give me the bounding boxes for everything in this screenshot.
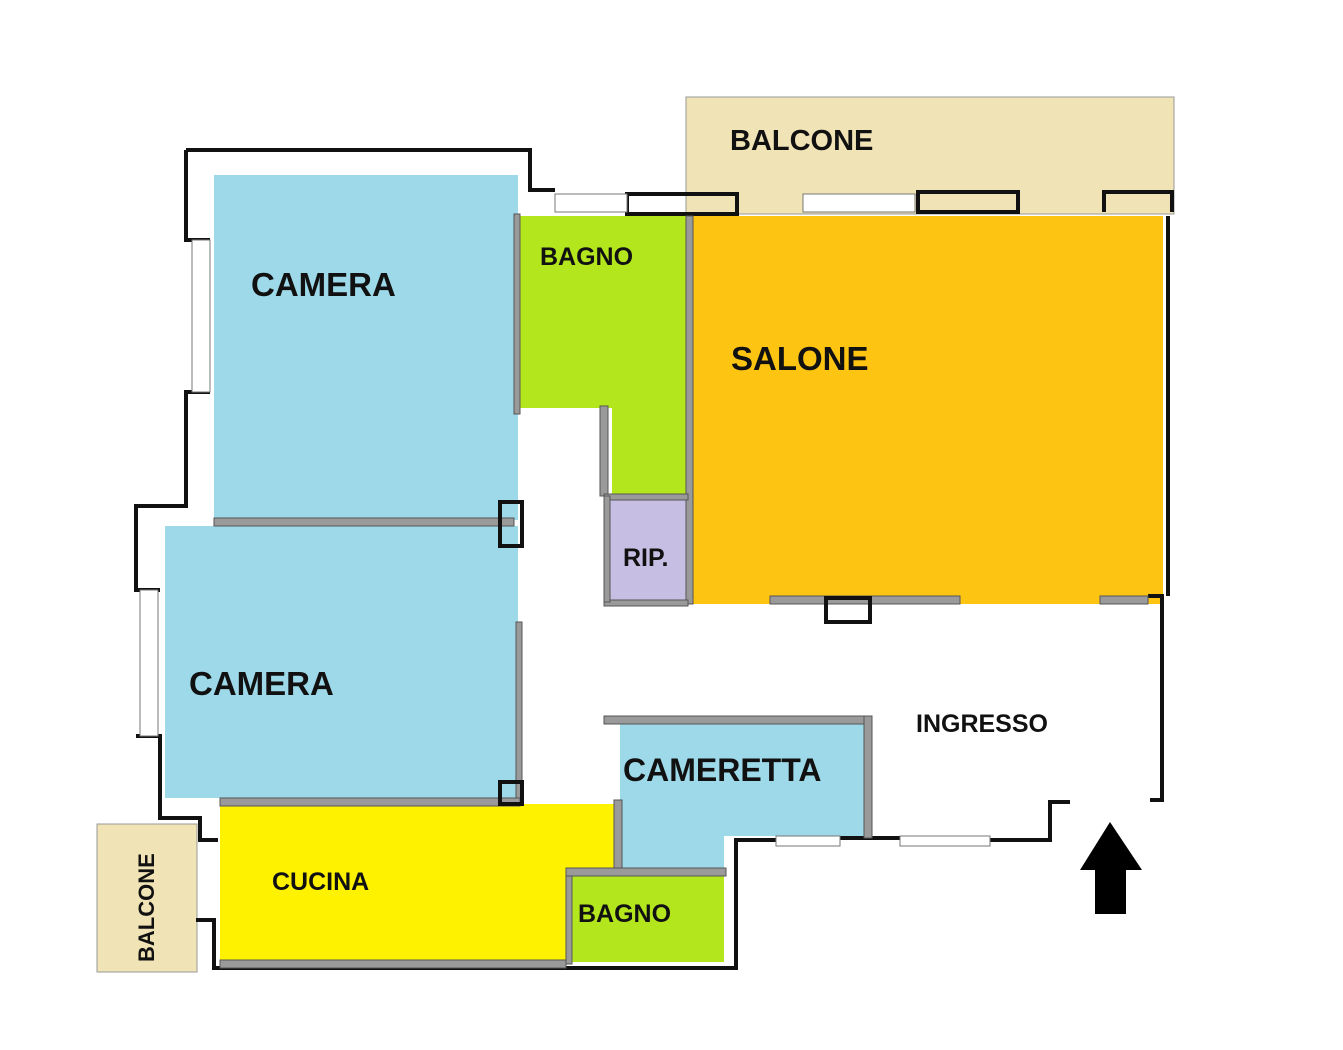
partition <box>565 867 727 877</box>
cucina-label: CUCINA <box>272 868 369 896</box>
column <box>824 596 872 624</box>
camera-2-area <box>165 526 518 798</box>
outer-wall <box>186 148 555 192</box>
partition <box>603 493 689 501</box>
window <box>802 193 916 213</box>
outer-wall-front <box>840 800 1070 842</box>
partition <box>219 797 521 807</box>
partition <box>599 405 609 497</box>
bagno-bottom-area <box>572 876 724 962</box>
partition <box>603 715 871 725</box>
camera-1-area <box>214 175 518 520</box>
column <box>498 500 524 548</box>
partition <box>515 621 523 799</box>
cameretta-label: CAMERETTA <box>623 752 822 788</box>
cucina-area <box>220 804 614 962</box>
bagno-top-label: BAGNO <box>540 243 633 271</box>
partition <box>213 517 515 527</box>
rip-label: RIP. <box>623 544 668 572</box>
balcone-left-label: BALCONE <box>134 853 159 962</box>
window <box>899 835 991 847</box>
partition <box>603 495 611 603</box>
ingresso-label: INGRESSO <box>916 710 1048 738</box>
rip-area <box>606 496 688 604</box>
balcone-top-area <box>685 96 1175 215</box>
partition <box>219 959 567 969</box>
cameretta-area <box>620 722 866 868</box>
outer-wall-entrance <box>1148 594 1164 802</box>
balcone-top-label: BALCONE <box>730 125 873 157</box>
partition <box>613 799 623 873</box>
column <box>498 780 524 806</box>
camera-1-label: CAMERA <box>251 266 396 303</box>
outer-wall-left-upper <box>184 150 210 242</box>
window <box>554 193 628 213</box>
outer-wall-right <box>1102 190 1174 596</box>
partition <box>513 213 521 415</box>
wall-pier <box>916 190 1020 214</box>
balcone-left-area <box>96 823 198 973</box>
partition <box>685 215 694 605</box>
salone-label: SALONE <box>731 340 869 377</box>
window <box>775 835 841 847</box>
partition <box>603 599 689 607</box>
window <box>191 239 211 393</box>
bagno-top-area <box>518 216 686 494</box>
partition <box>565 869 573 965</box>
window <box>139 589 159 737</box>
partition <box>863 715 873 839</box>
partition <box>1099 595 1149 605</box>
salone-area <box>693 216 1163 604</box>
bagno-bottom-label: BAGNO <box>578 900 671 928</box>
arrow-up-icon <box>1080 822 1142 914</box>
camera-2-label: CAMERA <box>189 665 334 702</box>
